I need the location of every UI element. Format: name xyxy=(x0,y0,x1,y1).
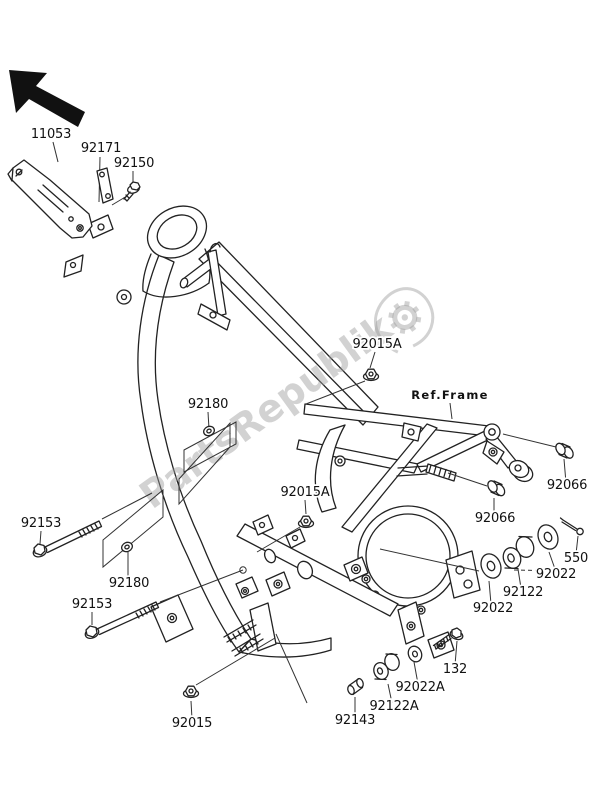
part-550-cotter-pin xyxy=(559,517,584,536)
part-label-92066-left: 92066 xyxy=(475,511,515,526)
part-label-132: 132 xyxy=(443,662,467,677)
part-92015a-lower-nut xyxy=(297,515,315,529)
part-label-92015: 92015 xyxy=(172,716,212,731)
part-92153-lower-bolt xyxy=(84,601,160,640)
hardware-parts xyxy=(7,159,584,699)
part-label-92180-upper: 92180 xyxy=(188,397,228,412)
part-92180-upper-washer xyxy=(203,425,215,437)
part-92066-left-pin xyxy=(487,480,506,497)
frame-linework xyxy=(63,205,534,659)
section-panels xyxy=(102,421,237,569)
direction-arrow-icon xyxy=(9,70,85,127)
part-label-92022a: 92022A xyxy=(395,680,444,695)
part-label-550: 550 xyxy=(564,551,588,566)
part-label-92180-lower: 92180 xyxy=(109,576,149,591)
part-92171-stay xyxy=(96,167,114,204)
part-92122-bushing xyxy=(502,535,535,570)
part-label-92022-left: 92022 xyxy=(473,601,513,616)
part-label-92066-right: 92066 xyxy=(547,478,587,493)
part-label-92150: 92150 xyxy=(114,156,154,171)
ref-frame-label: Ref.Frame xyxy=(411,388,488,402)
leader-lines xyxy=(39,141,579,720)
part-label-92022-right: 92022 xyxy=(536,567,576,582)
part-label-92122: 92122 xyxy=(503,585,543,600)
part-label-92143: 92143 xyxy=(335,713,375,728)
part-92143-sleeve xyxy=(347,677,364,696)
part-label-92171: 92171 xyxy=(81,141,121,156)
part-92015-nut xyxy=(182,685,200,699)
part-92122a-bushing xyxy=(373,653,400,681)
part-labels: 11053 92171 92150 92015A Ref.Frame 92180… xyxy=(19,125,590,733)
gear-icon xyxy=(374,287,435,354)
part-label-92122a: 92122A xyxy=(369,699,418,714)
part-92153-upper-bolt xyxy=(32,520,103,558)
part-92066-right-pin xyxy=(555,442,574,459)
part-label-92015a-lower: 92015A xyxy=(280,485,329,500)
part-132-bolt xyxy=(432,627,464,650)
part-label-92015a-upper: 92015A xyxy=(352,337,401,352)
part-11053-bracket xyxy=(7,159,93,239)
part-label-11053: 11053 xyxy=(31,127,71,142)
part-92022-right-washer xyxy=(537,524,559,550)
part-label-92153-lower: 92153 xyxy=(72,597,112,612)
part-92022-left-washer xyxy=(480,553,502,579)
part-92180-lower-washer xyxy=(121,541,133,553)
part-92015a-upper-nut xyxy=(362,368,380,382)
part-92150-bolt xyxy=(123,181,141,202)
part-92022a-washer xyxy=(407,645,423,663)
part-label-92153-upper: 92153 xyxy=(21,516,61,531)
